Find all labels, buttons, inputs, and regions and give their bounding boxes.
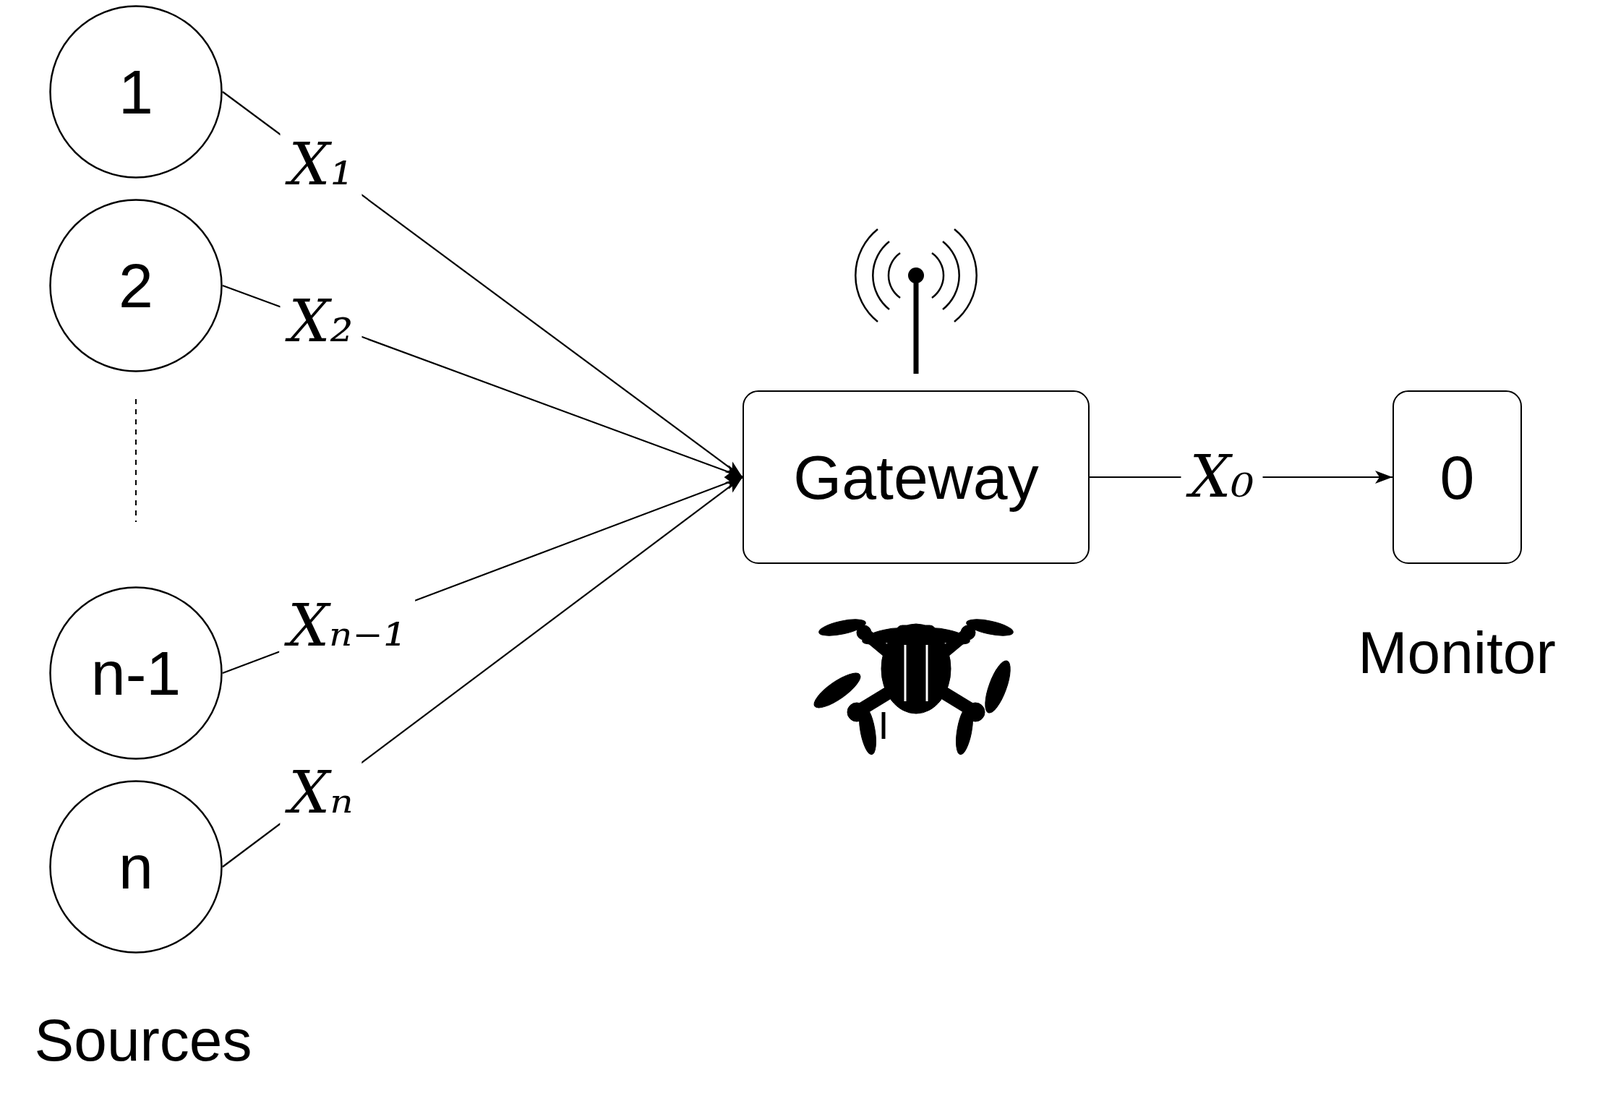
signal-label: Xₙ₋₁ <box>279 594 416 658</box>
source-circle: 2 <box>49 198 223 373</box>
arrow-connector <box>222 91 743 478</box>
signal-label: X₁ <box>279 133 362 197</box>
signal-label: X₂ <box>279 289 362 354</box>
monitor-label: Monitor <box>1357 618 1556 687</box>
gateway-box: Gateway <box>742 390 1090 564</box>
drone-icon <box>809 615 1016 756</box>
signal-label: X₀ <box>1180 445 1263 509</box>
signal-label: Xₙ <box>279 761 362 825</box>
node-text: Gateway <box>793 441 1039 514</box>
node-text: 2 <box>118 250 154 322</box>
node-text: n-1 <box>91 637 181 710</box>
arrow-connector <box>222 285 743 478</box>
source-circle: n-1 <box>49 586 223 760</box>
node-text: n <box>118 831 154 904</box>
source-circle: 1 <box>49 5 223 179</box>
node-text: 0 <box>1440 441 1475 514</box>
node-text: 1 <box>118 56 154 128</box>
arrow-connector <box>222 477 743 674</box>
antenna-symbol <box>855 229 977 374</box>
group-label: Sources <box>34 1006 253 1075</box>
arrow-connector <box>222 477 743 867</box>
monitor-box: 0 <box>1392 390 1522 564</box>
source-circle: n <box>49 780 223 954</box>
ellipsis-line <box>135 399 137 523</box>
